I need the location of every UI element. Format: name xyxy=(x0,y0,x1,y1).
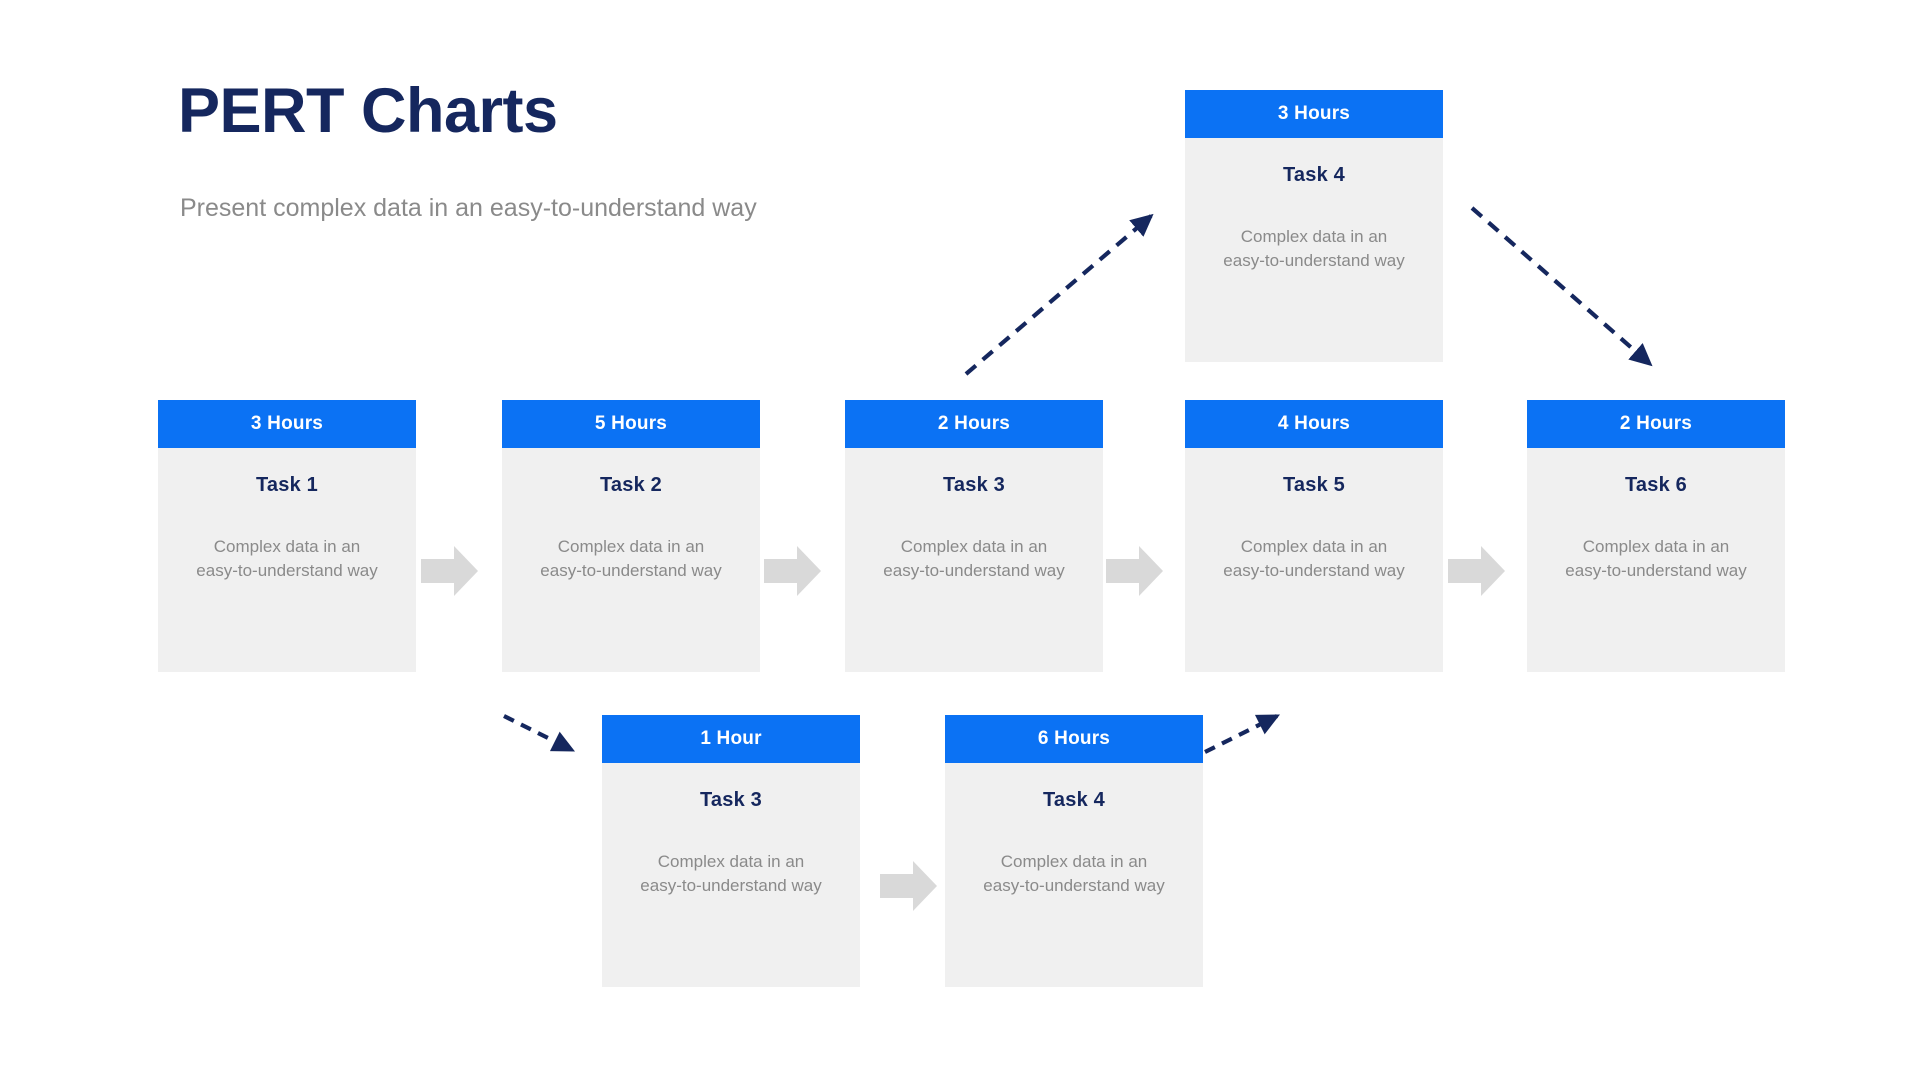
task-description: Complex data in an easy-to-understand wa… xyxy=(883,537,1065,581)
task-title: Task 3 xyxy=(700,789,762,811)
task-duration-badge: 2 Hours xyxy=(1527,400,1785,448)
task-card-body: Task 5 Complex data in an easy-to-unders… xyxy=(1185,448,1443,672)
task-duration-badge: 4 Hours xyxy=(1185,400,1443,448)
task-title: Task 5 xyxy=(1283,474,1345,496)
dashed-arrow-task3-to-task4-top xyxy=(964,213,1154,376)
block-arrow-task1-to-task2 xyxy=(421,544,479,598)
task-duration-badge: 3 Hours xyxy=(158,400,416,448)
task-card-body: Task 1 Complex data in an easy-to-unders… xyxy=(158,448,416,672)
block-arrow-task3-to-task5 xyxy=(1106,544,1164,598)
task-card-body: Task 2 Complex data in an easy-to-unders… xyxy=(502,448,760,672)
task-title: Task 1 xyxy=(256,474,318,496)
task-title: Task 3 xyxy=(943,474,1005,496)
task-card-main-2[interactable]: 5 Hours Task 2 Complex data in an easy-t… xyxy=(502,400,760,672)
task-description: Complex data in an easy-to-understand wa… xyxy=(1223,537,1405,581)
task-title: Task 4 xyxy=(1043,789,1105,811)
task-description: Complex data in an easy-to-understand wa… xyxy=(540,537,722,581)
task-card-bottom-1[interactable]: 1 Hour Task 3 Complex data in an easy-to… xyxy=(602,715,860,987)
task-card-main-5[interactable]: 2 Hours Task 6 Complex data in an easy-t… xyxy=(1527,400,1785,672)
task-card-bottom-2[interactable]: 6 Hours Task 4 Complex data in an easy-t… xyxy=(945,715,1203,987)
task-description: Complex data in an easy-to-understand wa… xyxy=(1223,227,1405,271)
dashed-arrow-task4-bottom-to-task5 xyxy=(1204,714,1281,754)
task-description: Complex data in an easy-to-understand wa… xyxy=(640,852,822,896)
task-duration-badge: 5 Hours xyxy=(502,400,760,448)
dashed-arrow-task4-top-to-task6 xyxy=(1470,206,1653,367)
task-card-body: Task 6 Complex data in an easy-to-unders… xyxy=(1527,448,1785,672)
task-description: Complex data in an easy-to-understand wa… xyxy=(196,537,378,581)
task-card-body: Task 4 Complex data in an easy-to-unders… xyxy=(1185,138,1443,362)
task-description: Complex data in an easy-to-understand wa… xyxy=(1565,537,1747,581)
task-duration-badge: 2 Hours xyxy=(845,400,1103,448)
task-card-top-1[interactable]: 3 Hours Task 4 Complex data in an easy-t… xyxy=(1185,90,1443,362)
task-card-main-4[interactable]: 4 Hours Task 5 Complex data in an easy-t… xyxy=(1185,400,1443,672)
task-card-main-1[interactable]: 3 Hours Task 1 Complex data in an easy-t… xyxy=(158,400,416,672)
block-arrow-task3-bottom-to-task4-bottom xyxy=(880,859,938,913)
page-subtitle: Present complex data in an easy-to-under… xyxy=(180,194,757,222)
task-description: Complex data in an easy-to-understand wa… xyxy=(983,852,1165,896)
task-duration-badge: 1 Hour xyxy=(602,715,860,763)
task-card-body: Task 4 Complex data in an easy-to-unders… xyxy=(945,763,1203,987)
task-title: Task 2 xyxy=(600,474,662,496)
task-duration-badge: 6 Hours xyxy=(945,715,1203,763)
page-title: PERT Charts xyxy=(178,76,558,146)
task-card-body: Task 3 Complex data in an easy-to-unders… xyxy=(845,448,1103,672)
task-title: Task 6 xyxy=(1625,474,1687,496)
task-card-body: Task 3 Complex data in an easy-to-unders… xyxy=(602,763,860,987)
task-duration-badge: 3 Hours xyxy=(1185,90,1443,138)
dashed-arrow-task2-to-task3-bottom xyxy=(503,714,576,752)
task-card-main-3[interactable]: 2 Hours Task 3 Complex data in an easy-t… xyxy=(845,400,1103,672)
task-title: Task 4 xyxy=(1283,164,1345,186)
block-arrow-task2-to-task3 xyxy=(764,544,822,598)
block-arrow-task5-to-task6 xyxy=(1448,544,1506,598)
